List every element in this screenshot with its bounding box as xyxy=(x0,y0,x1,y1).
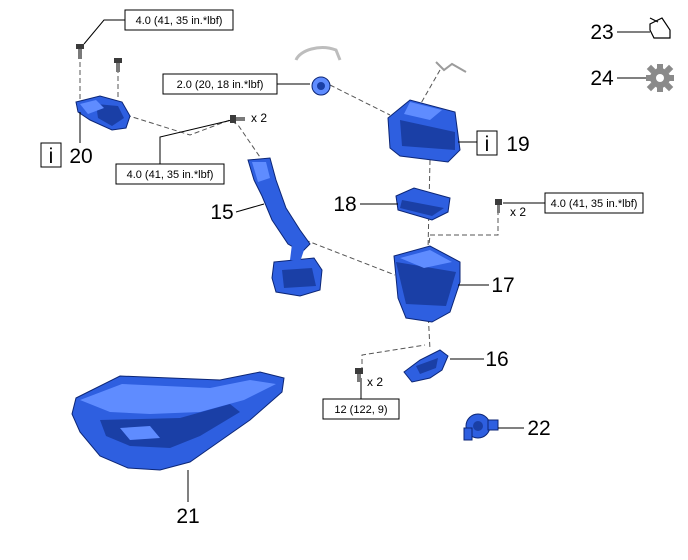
legend-24[interactable]: 24 xyxy=(590,64,674,92)
info-box-20[interactable] xyxy=(40,142,62,168)
callout-21[interactable]: 21 xyxy=(176,470,200,528)
callout-20[interactable]: i 20 xyxy=(40,112,93,168)
part-15-inlet-duct[interactable] xyxy=(247,157,323,297)
info-marker-19: i xyxy=(485,133,490,156)
part-20-air-duct[interactable] xyxy=(75,95,131,131)
part-number-24: 24 xyxy=(590,67,614,90)
part-16-bracket[interactable] xyxy=(403,349,449,383)
grease-tube-icon xyxy=(649,17,671,39)
torque-callout-left: 4.0 (41, 35 in.*lbf) xyxy=(115,119,233,185)
part-17-air-cleaner-case[interactable] xyxy=(393,245,461,323)
part-22-actuator[interactable] xyxy=(463,413,499,441)
callout-19[interactable]: i 19 xyxy=(458,130,530,156)
callout-15[interactable]: 15 xyxy=(210,201,265,224)
bolt-bottom[interactable] xyxy=(355,368,363,382)
torque-spec-left: 4.0 (41, 35 in.*lbf) xyxy=(127,169,214,181)
bolt-top-left[interactable] xyxy=(76,44,84,59)
torque-callout-bottom: 12 (122, 9) xyxy=(322,378,400,420)
gear-icon xyxy=(646,64,674,92)
torque-spec-bottom: 12 (122, 9) xyxy=(334,404,387,416)
part-number-23: 23 xyxy=(590,21,613,44)
torque-spec-hose: 2.0 (20, 18 in.*lbf) xyxy=(177,79,264,91)
part-number-21: 21 xyxy=(176,505,199,528)
part-number-19: 19 xyxy=(506,133,529,156)
part-number-20: 20 xyxy=(69,145,92,168)
part-number-22: 22 xyxy=(527,417,550,440)
quantity-mark-bottom: x 2 xyxy=(367,375,383,389)
bolt-left[interactable] xyxy=(230,115,245,123)
part-number-18: 18 xyxy=(333,193,356,216)
part-21-headlight-assembly[interactable] xyxy=(71,371,285,471)
part-18-air-filter-element[interactable] xyxy=(395,187,451,221)
torque-spec-top: 4.0 (41, 35 in.*lbf) xyxy=(136,15,223,27)
quantity-mark-left: x 2 xyxy=(251,111,267,125)
quantity-mark-right: x 2 xyxy=(510,205,526,219)
part-number-16: 16 xyxy=(485,348,508,371)
callout-17[interactable]: 17 xyxy=(458,274,515,297)
legend-23[interactable]: 23 xyxy=(590,17,671,44)
part-number-17: 17 xyxy=(491,274,514,297)
callout-22[interactable]: 22 xyxy=(498,417,551,440)
sensor-hose xyxy=(294,46,467,96)
torque-spec-right: 4.0 (41, 35 in.*lbf) xyxy=(551,198,638,210)
callout-18[interactable]: 18 xyxy=(333,193,398,216)
bolt-top-right[interactable] xyxy=(114,58,122,72)
part-19-air-cleaner-cap[interactable] xyxy=(387,99,461,163)
assembly-guide-lines xyxy=(79,46,499,372)
torque-callout-top: 4.0 (41, 35 in.*lbf) xyxy=(83,9,234,45)
callout-16[interactable]: 16 xyxy=(450,348,509,371)
bolt-right[interactable] xyxy=(495,199,502,213)
info-box-19[interactable] xyxy=(476,130,498,156)
info-marker-20: i xyxy=(49,145,54,168)
torque-callout-hose: 2.0 (20, 18 in.*lbf) xyxy=(162,73,310,95)
torque-callout-right: 4.0 (41, 35 in.*lbf) xyxy=(503,192,644,214)
part-number-15: 15 xyxy=(210,201,233,224)
